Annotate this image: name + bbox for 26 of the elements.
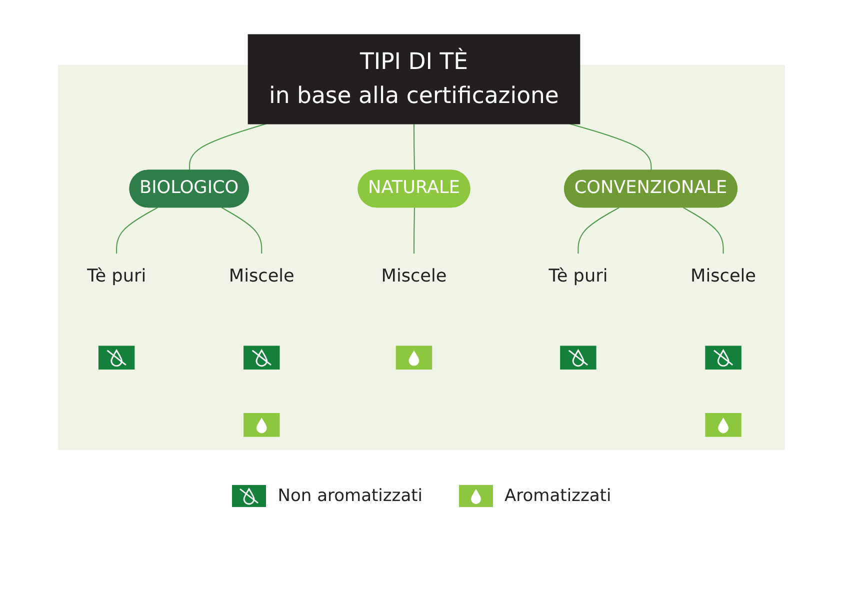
connector-line [413, 124, 416, 171]
leaf-label: Miscele [228, 266, 294, 287]
title-box: TIPI DI TÈ in base alla certificazione [248, 34, 580, 124]
leaf-label: Miscele [381, 266, 447, 287]
drop-icon [244, 413, 280, 437]
legend-text: Aromatizzati [504, 486, 612, 506]
drop-icon [705, 413, 742, 437]
drop-icon [396, 346, 432, 370]
connector-line [116, 207, 158, 254]
connector-line [413, 208, 416, 254]
category-pill: BIOLOGICO [129, 170, 249, 208]
connector-line [189, 123, 266, 171]
unflavored-icon [244, 346, 280, 370]
leaf-label: Tè puri [86, 266, 146, 287]
connector-line [569, 123, 652, 171]
category-pill: NATURALE [358, 170, 470, 208]
leaf-label: Miscele [690, 266, 756, 287]
connector-line [683, 207, 724, 254]
unflavored-icon [98, 346, 135, 370]
unflavored-icon [705, 346, 742, 370]
category-pill: CONVENZIONALE [564, 170, 738, 208]
connector-line [221, 207, 262, 254]
leaf-label: Tè puri [548, 266, 608, 287]
legend-text: Non aromatizzati [278, 486, 423, 506]
unflavored-icon [560, 346, 596, 370]
connector-line [578, 207, 620, 254]
